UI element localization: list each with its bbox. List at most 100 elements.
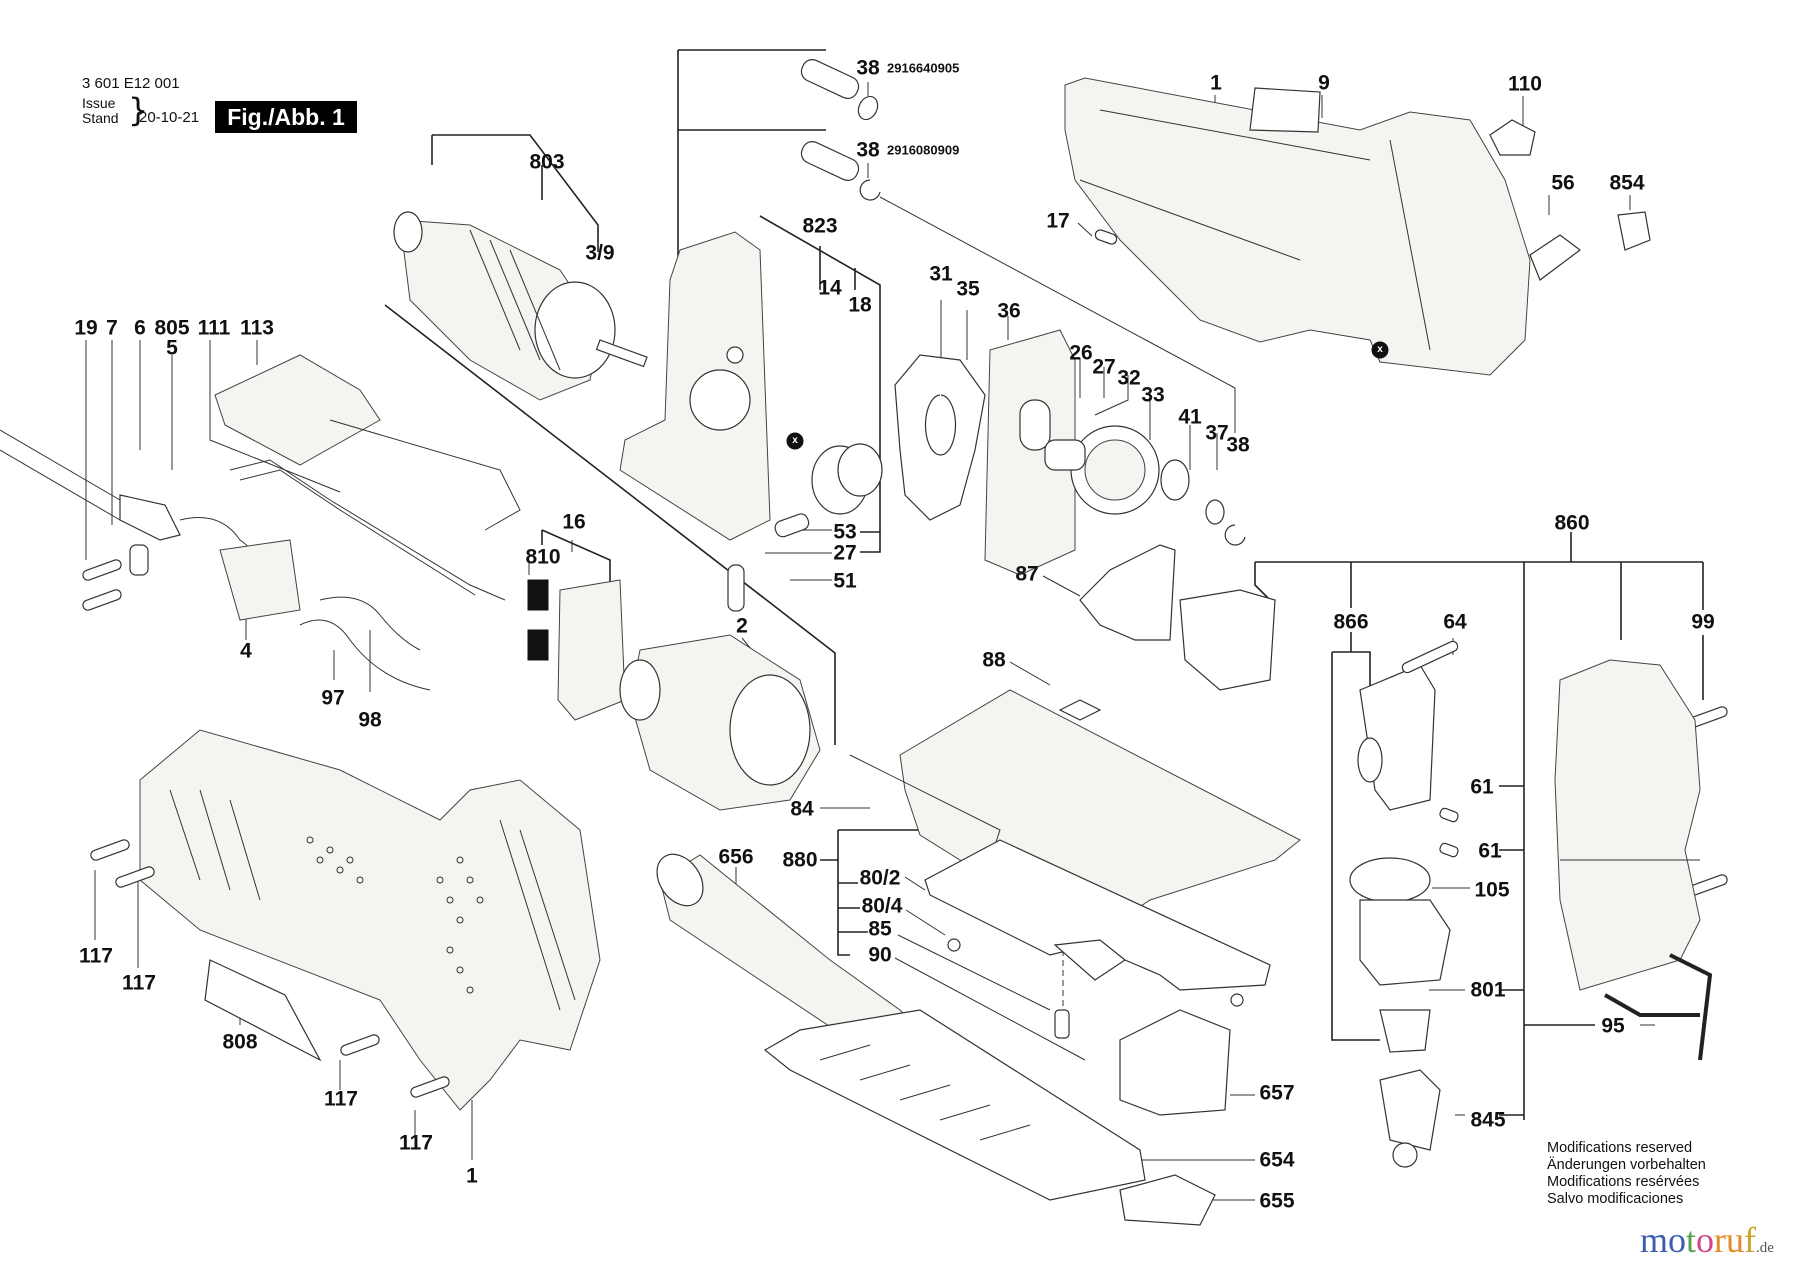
logo-letter: o [1696, 1220, 1715, 1260]
callout-657[interactable]: 657 [1259, 1081, 1295, 1105]
callout-32[interactable]: 32 [1117, 366, 1141, 390]
base-plate-part [849, 689, 1301, 1039]
callout-53[interactable]: 53 [833, 520, 857, 544]
callout-51[interactable]: 51 [833, 569, 857, 593]
brush-holder-part [527, 579, 626, 721]
callout-105[interactable]: 105 [1474, 878, 1510, 902]
callout-9[interactable]: 9 [1318, 71, 1330, 95]
main-housing-part [1064, 77, 1651, 376]
logo-letter: m [1640, 1220, 1669, 1260]
callout-5[interactable]: 5 [166, 336, 178, 360]
callout-808[interactable]: 808 [222, 1030, 258, 1054]
callout-36[interactable]: 36 [997, 299, 1021, 323]
callout-98[interactable]: 98 [358, 708, 382, 732]
callout-80-2[interactable]: 80/2 [859, 866, 901, 890]
callout-117[interactable]: 117 [122, 971, 156, 995]
blade-guard-part [1554, 659, 1713, 1061]
callout-84[interactable]: 84 [790, 797, 814, 821]
callout-41[interactable]: 41 [1178, 405, 1202, 429]
part-number-text: 2916080909 [887, 142, 960, 158]
gear-housing-part [619, 231, 883, 612]
callout-4[interactable]: 4 [240, 639, 252, 663]
callout-61[interactable]: 61 [1478, 839, 1502, 863]
callout-111[interactable]: 111 [197, 316, 231, 340]
callout-87[interactable]: 87 [1015, 562, 1039, 586]
callout-38[interactable]: 38 [856, 56, 880, 80]
callout-823[interactable]: 823 [802, 214, 838, 238]
callout-860[interactable]: 860 [1554, 511, 1590, 535]
callout-33[interactable]: 33 [1141, 383, 1165, 407]
callout-61[interactable]: 61 [1470, 775, 1494, 799]
callout-110[interactable]: 110 [1508, 72, 1542, 96]
callout-27[interactable]: 27 [1092, 355, 1116, 379]
callout-95[interactable]: 95 [1601, 1014, 1625, 1038]
callout-2[interactable]: 2 [736, 614, 748, 638]
callout-7[interactable]: 7 [106, 316, 118, 340]
logo-letter: o [1668, 1220, 1687, 1260]
callout-810[interactable]: 810 [525, 545, 561, 569]
parts [0, 59, 1728, 1226]
note-line: Salvo modificaciones [1547, 1191, 1684, 1207]
callout-3-9[interactable]: 3/9 [585, 241, 615, 265]
callout-27[interactable]: 27 [833, 541, 857, 565]
callout-866[interactable]: 866 [1333, 610, 1369, 634]
stator-part [619, 634, 821, 811]
x-marker-letter: x [1377, 344, 1383, 355]
pin-part [800, 59, 881, 201]
callout-854[interactable]: 854 [1609, 171, 1645, 195]
armature-part [393, 211, 648, 401]
callout-880[interactable]: 880 [782, 848, 818, 872]
callout-88[interactable]: 88 [982, 648, 1006, 672]
callout-38[interactable]: 38 [1226, 433, 1250, 457]
callout-656[interactable]: 656 [718, 845, 754, 869]
callout-113[interactable]: 113 [240, 316, 274, 340]
callout-97[interactable]: 97 [321, 686, 345, 710]
x-marker-letter: x [792, 435, 798, 446]
callout-99[interactable]: 99 [1691, 610, 1715, 634]
lift-mechanism-part [1349, 640, 1459, 1168]
logo-letter: t [1686, 1220, 1697, 1260]
logo-suffix: .de [1756, 1240, 1774, 1256]
callout-64[interactable]: 64 [1443, 610, 1467, 634]
callout-19[interactable]: 19 [74, 316, 98, 340]
x-markers [786, 341, 1389, 450]
callout-90[interactable]: 90 [868, 943, 892, 967]
gear-part [1044, 425, 1246, 546]
x-marker-icon [786, 432, 804, 450]
callout-38[interactable]: 38 [856, 138, 880, 162]
callout-31[interactable]: 31 [929, 262, 953, 286]
callout-6[interactable]: 6 [134, 316, 146, 340]
callout-26[interactable]: 26 [1069, 341, 1093, 365]
callout-56[interactable]: 56 [1551, 171, 1575, 195]
callout-16[interactable]: 16 [562, 510, 586, 534]
note-line: Modifications reserved [1547, 1140, 1693, 1156]
issue-labels: Issue Stand [82, 96, 119, 126]
logo-letter: u [1726, 1220, 1745, 1260]
callout-18[interactable]: 18 [848, 293, 872, 317]
issue-label-de: Stand [82, 110, 119, 126]
callout-654[interactable]: 654 [1259, 1148, 1295, 1172]
callout-85[interactable]: 85 [868, 917, 892, 941]
callout-17[interactable]: 17 [1046, 209, 1070, 233]
document-number: 3 601 E12 001 [82, 75, 180, 92]
callout-35[interactable]: 35 [956, 277, 980, 301]
callout-80-4[interactable]: 80/4 [861, 894, 903, 918]
callout-117[interactable]: 117 [324, 1087, 358, 1111]
callout-117[interactable]: 117 [79, 944, 113, 968]
callout-805[interactable]: 805 [154, 316, 190, 340]
issue-label-en: Issue [82, 95, 116, 111]
callout-803[interactable]: 803 [529, 150, 565, 174]
callout-1[interactable]: 1 [466, 1164, 478, 1188]
callout-37[interactable]: 37 [1205, 421, 1229, 445]
callout-117[interactable]: 117 [399, 1131, 433, 1155]
cable-and-switch-part [0, 354, 521, 691]
callout-14[interactable]: 14 [818, 276, 842, 300]
callout-801[interactable]: 801 [1470, 978, 1506, 1002]
callout-845[interactable]: 845 [1470, 1108, 1506, 1132]
logo-letter: f [1744, 1220, 1757, 1260]
callout-655[interactable]: 655 [1259, 1189, 1295, 1213]
label-808 [204, 959, 322, 1062]
callout-1[interactable]: 1 [1210, 71, 1222, 95]
part-number-text: 2916640905 [887, 60, 960, 76]
vent-dots [306, 836, 484, 994]
